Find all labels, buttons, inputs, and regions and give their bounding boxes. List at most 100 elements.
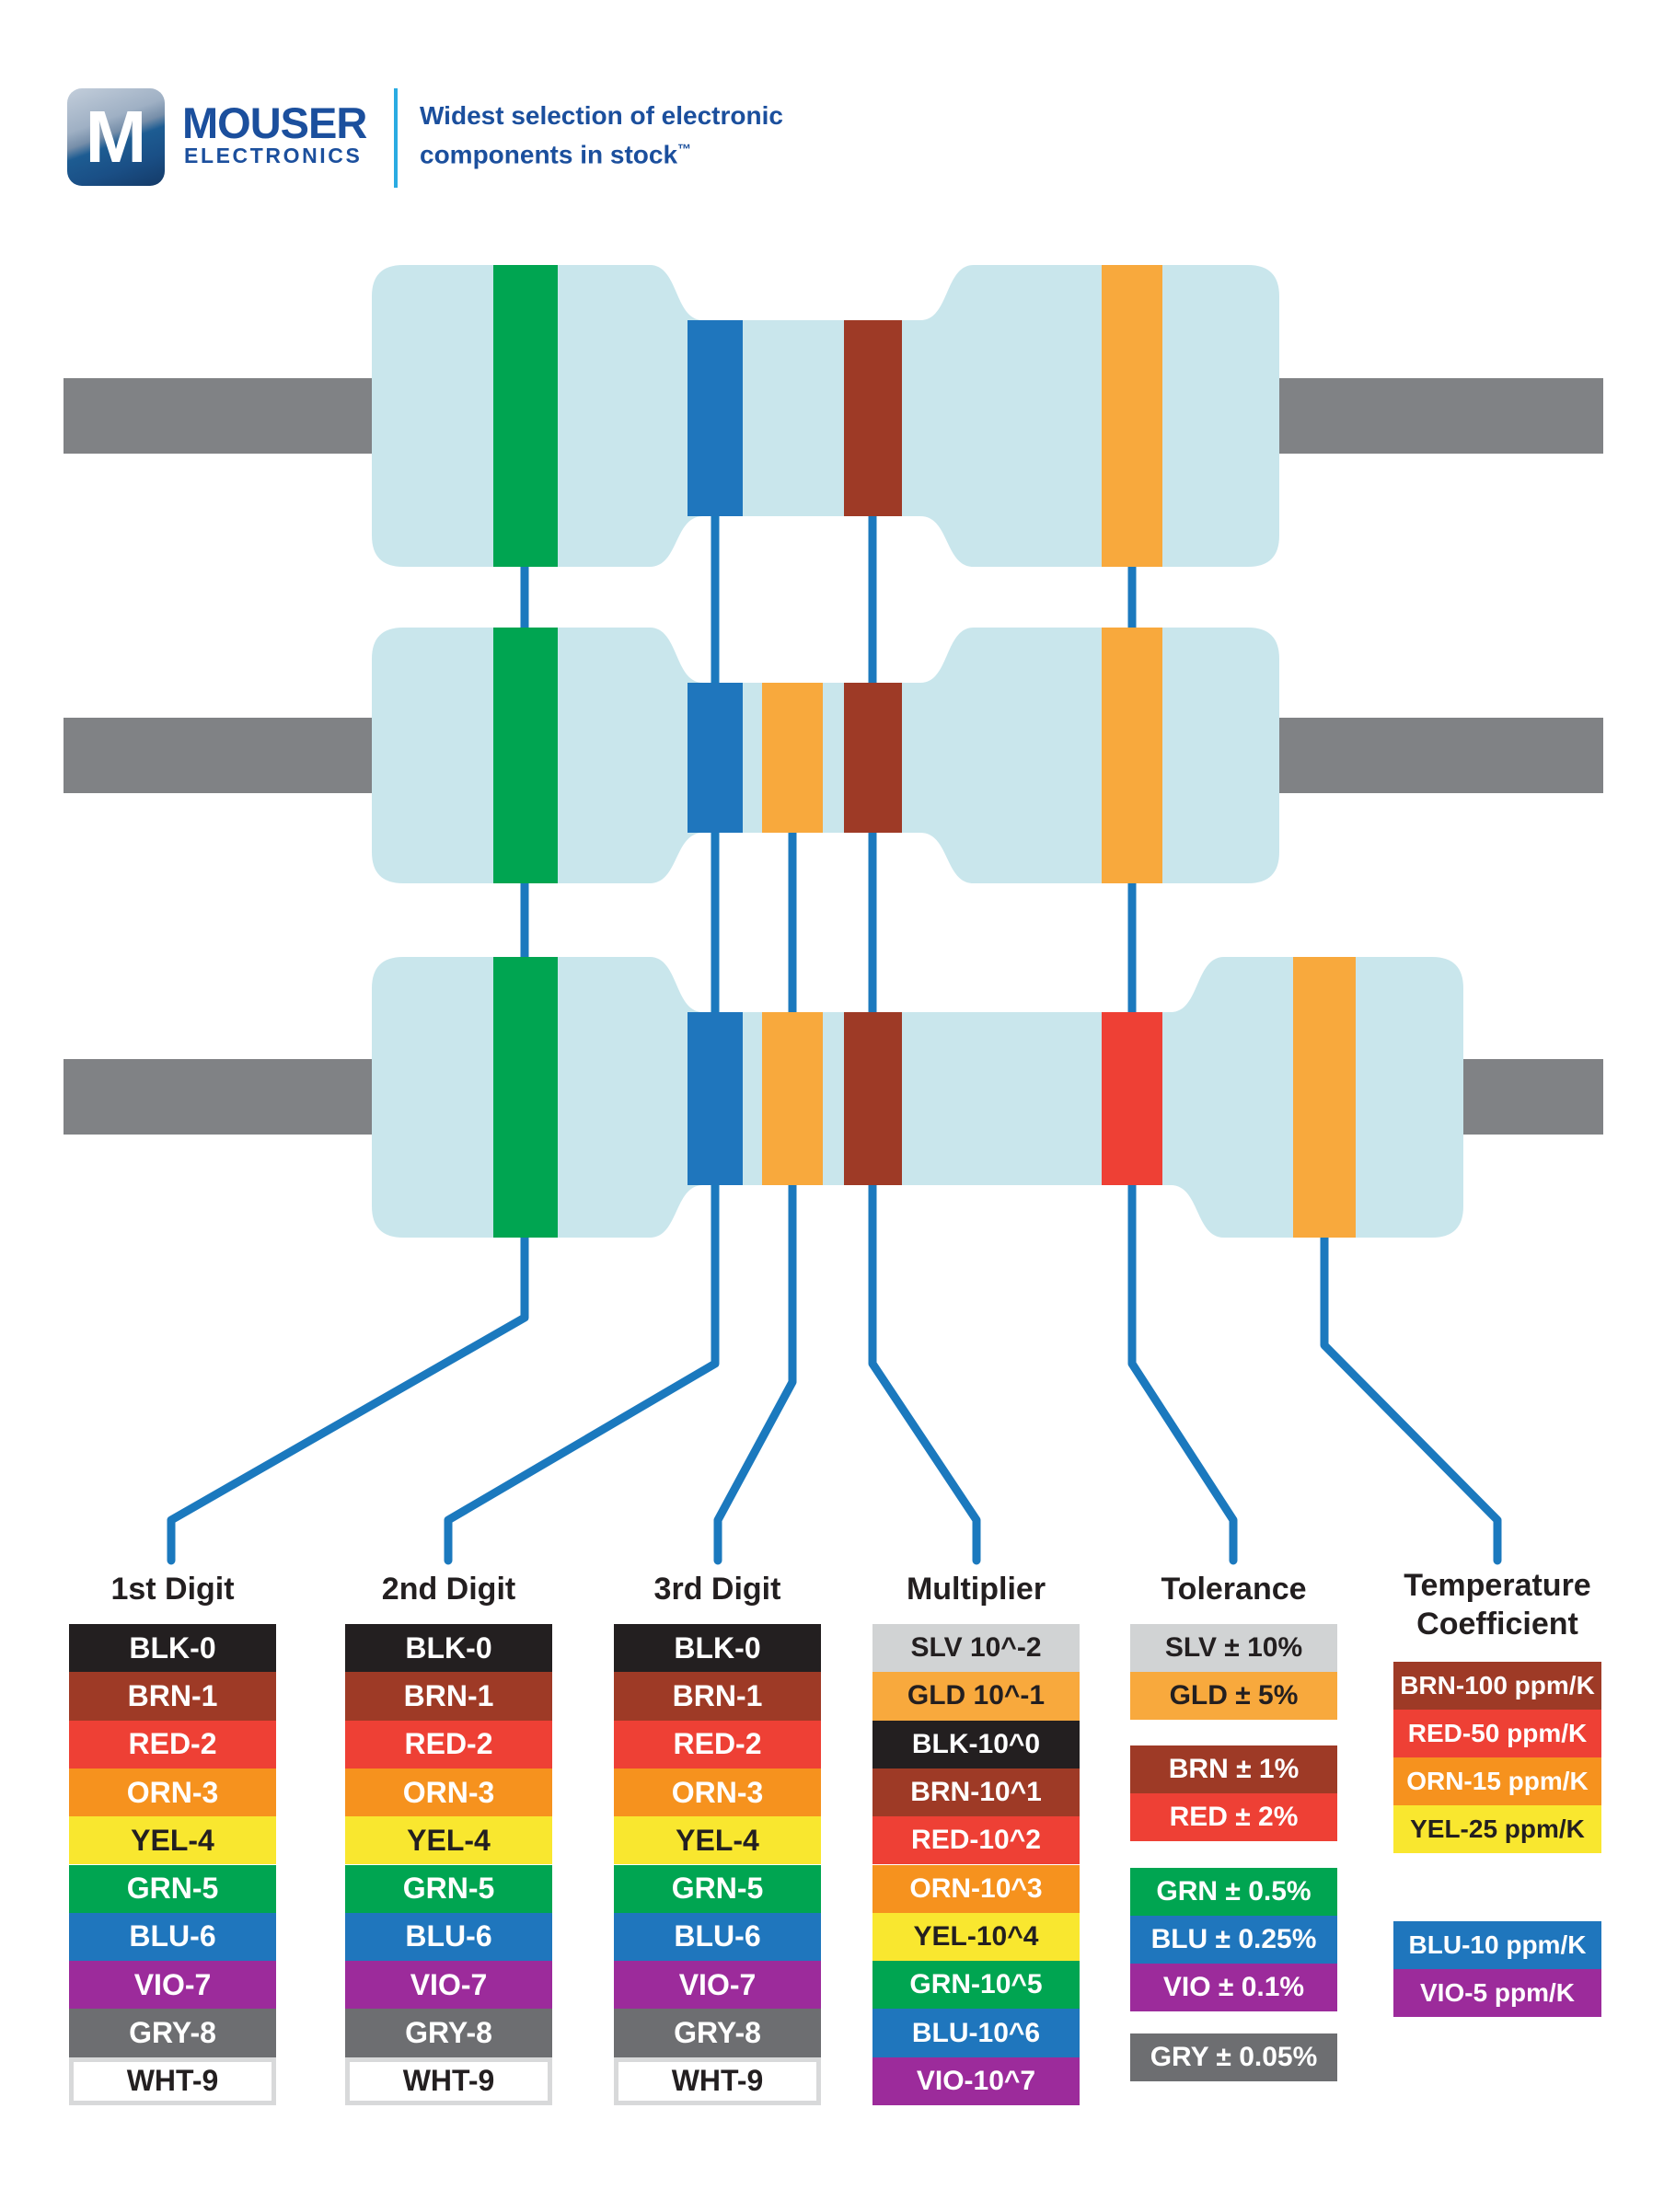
resistor-2-body	[372, 628, 1279, 883]
digit1-row-orn-3: ORN-3	[69, 1768, 276, 1817]
resistor-3-right-lead	[1462, 1059, 1603, 1135]
tolerance-row-slv-10-: SLV ± 10%	[1130, 1624, 1337, 1672]
digit3-row-grn-5: GRN-5	[614, 1864, 821, 1913]
digit2-row-red-2: RED-2	[345, 1720, 552, 1768]
header-divider	[394, 88, 398, 188]
tempco-row-red-50-ppm-k: RED-50 ppm/K	[1393, 1710, 1601, 1757]
digit3-row-blu-6: BLU-6	[614, 1912, 821, 1962]
resistor-3-band-green	[493, 957, 558, 1238]
digit3-row-wht-9: WHT-9	[614, 2056, 821, 2105]
digit1-row-red-2: RED-2	[69, 1720, 276, 1768]
resistor-3-band-brown	[844, 1012, 902, 1185]
brand-name: MOUSER	[182, 98, 367, 147]
tempco-row-yel-25-ppm-k: YEL-25 ppm/K	[1393, 1805, 1601, 1853]
tolerance-row-red-2-: RED ± 2%	[1130, 1793, 1337, 1841]
tolerance-row-brn-1-: BRN ± 1%	[1130, 1745, 1337, 1793]
leader-line-2nd-digit	[444, 500, 720, 1565]
resistor-3-band-gold	[762, 1012, 823, 1185]
tolerance-row-grn-0-5-: GRN ± 0.5%	[1130, 1868, 1337, 1916]
digit1-row-brn-1: BRN-1	[69, 1672, 276, 1721]
digit3-row-blk-0: BLK-0	[614, 1624, 821, 1673]
leader-line-tempco	[1320, 1210, 1502, 1565]
resistor-2-band-blue	[688, 683, 743, 833]
digit1-row-grn-5: GRN-5	[69, 1864, 276, 1913]
multiplier-row-yel-10-4: YEL-10^4	[872, 1912, 1080, 1962]
column-header-tempco-line1: Temperature	[1404, 1568, 1591, 1603]
resistor-1-band-brown	[844, 320, 902, 516]
column-header-multiplier: Multiplier	[906, 1572, 1046, 1607]
tempco-row-orn-15-ppm-k: ORN-15 ppm/K	[1393, 1757, 1601, 1805]
multiplier-row-red-10-2: RED-10^2	[872, 1816, 1080, 1865]
tagline-line2: components in stock™	[420, 140, 692, 169]
resistor-3-band-blue	[688, 1012, 743, 1185]
leader-line-1st-digit	[167, 546, 529, 1565]
tolerance-row-blu-0-25-: BLU ± 0.25%	[1130, 1916, 1337, 1964]
leader-line-3rd-digit	[713, 814, 797, 1565]
resistor-3-left-lead	[64, 1059, 372, 1135]
resistor-2-band-gold	[1102, 628, 1162, 883]
column-header-digit-3: 3rd Digit	[653, 1572, 781, 1607]
digit2-row-blu-6: BLU-6	[345, 1912, 552, 1962]
leader-line-multiplier	[868, 500, 981, 1565]
digit3-row-orn-3: ORN-3	[614, 1768, 821, 1817]
digit1-row-yel-4: YEL-4	[69, 1816, 276, 1865]
digit2-row-orn-3: ORN-3	[345, 1768, 552, 1817]
digit3-row-yel-4: YEL-4	[614, 1816, 821, 1865]
tempco-row-blu-10-ppm-k: BLU-10 ppm/K	[1393, 1921, 1601, 1969]
digit1-row-blk-0: BLK-0	[69, 1624, 276, 1673]
digit1-row-blu-6: BLU-6	[69, 1912, 276, 1962]
tempco-row-vio-5-ppm-k: VIO-5 ppm/K	[1393, 1969, 1601, 2017]
resistor-3-band-gold	[1293, 957, 1356, 1238]
brand-subtitle: ELECTRONICS	[184, 144, 363, 167]
multiplier-row-slv-10-2: SLV 10^-2	[872, 1624, 1080, 1673]
tolerance-row-vio-0-1-: VIO ± 0.1%	[1130, 1964, 1337, 2011]
tolerance-row-gld-5-: GLD ± 5%	[1130, 1672, 1337, 1720]
trademark-symbol: ™	[677, 142, 692, 157]
resistor-2-band-gold	[762, 683, 823, 833]
digit2-row-gry-8: GRY-8	[345, 2009, 552, 2057]
resistor-2-band-brown	[844, 683, 902, 833]
digit1-row-vio-7: VIO-7	[69, 1961, 276, 2010]
column-header-tolerance: Tolerance	[1161, 1572, 1307, 1607]
resistor-1-body	[372, 265, 1279, 567]
logo-letter: M	[85, 96, 147, 178]
digit3-row-gry-8: GRY-8	[614, 2009, 821, 2057]
digit2-row-brn-1: BRN-1	[345, 1672, 552, 1721]
digit1-row-gry-8: GRY-8	[69, 2009, 276, 2057]
multiplier-row-gld-10-1: GLD 10^-1	[872, 1672, 1080, 1721]
tagline-line1: Widest selection of electronic	[420, 101, 783, 130]
resistor-1-band-green	[493, 265, 558, 567]
digit3-row-red-2: RED-2	[614, 1720, 821, 1768]
digit1-row-wht-9: WHT-9	[69, 2056, 276, 2105]
column-header-tempco-line2: Coefficient	[1416, 1607, 1578, 1642]
leader-line-tolerance	[1127, 547, 1238, 1565]
multiplier-row-orn-10-3: ORN-10^3	[872, 1864, 1080, 1913]
digit2-row-blk-0: BLK-0	[345, 1624, 552, 1673]
column-header-digit-1: 1st Digit	[110, 1572, 235, 1607]
tagline: Widest selection of electronic component…	[420, 98, 783, 171]
resistor-1-right-lead	[1277, 378, 1603, 454]
digit2-row-yel-4: YEL-4	[345, 1816, 552, 1865]
digit2-row-grn-5: GRN-5	[345, 1864, 552, 1913]
resistor-1-band-gold	[1102, 265, 1162, 567]
digit2-row-vio-7: VIO-7	[345, 1961, 552, 2010]
multiplier-row-vio-10-7: VIO-10^7	[872, 2056, 1080, 2105]
tempco-row-brn-100-ppm-k: BRN-100 ppm/K	[1393, 1662, 1601, 1710]
tolerance-row-gry-0-05-: GRY ± 0.05%	[1130, 2033, 1337, 2081]
resistor-3-body	[372, 957, 1463, 1238]
column-header-digit-2: 2nd Digit	[381, 1572, 516, 1607]
resistor-1-left-lead	[64, 378, 372, 454]
resistor-2-left-lead	[64, 718, 372, 793]
multiplier-row-blk-10-0: BLK-10^0	[872, 1720, 1080, 1768]
digit3-row-vio-7: VIO-7	[614, 1961, 821, 2010]
resistor-3-band-red	[1102, 1012, 1162, 1185]
mouser-logo-icon: M	[67, 88, 165, 186]
multiplier-row-brn-10-1: BRN-10^1	[872, 1768, 1080, 1817]
multiplier-row-blu-10-6: BLU-10^6	[872, 2009, 1080, 2057]
digit2-row-wht-9: WHT-9	[345, 2056, 552, 2105]
multiplier-row-grn-10-5: GRN-10^5	[872, 1961, 1080, 2010]
digit3-row-brn-1: BRN-1	[614, 1672, 821, 1721]
resistor-2-band-green	[493, 628, 558, 883]
